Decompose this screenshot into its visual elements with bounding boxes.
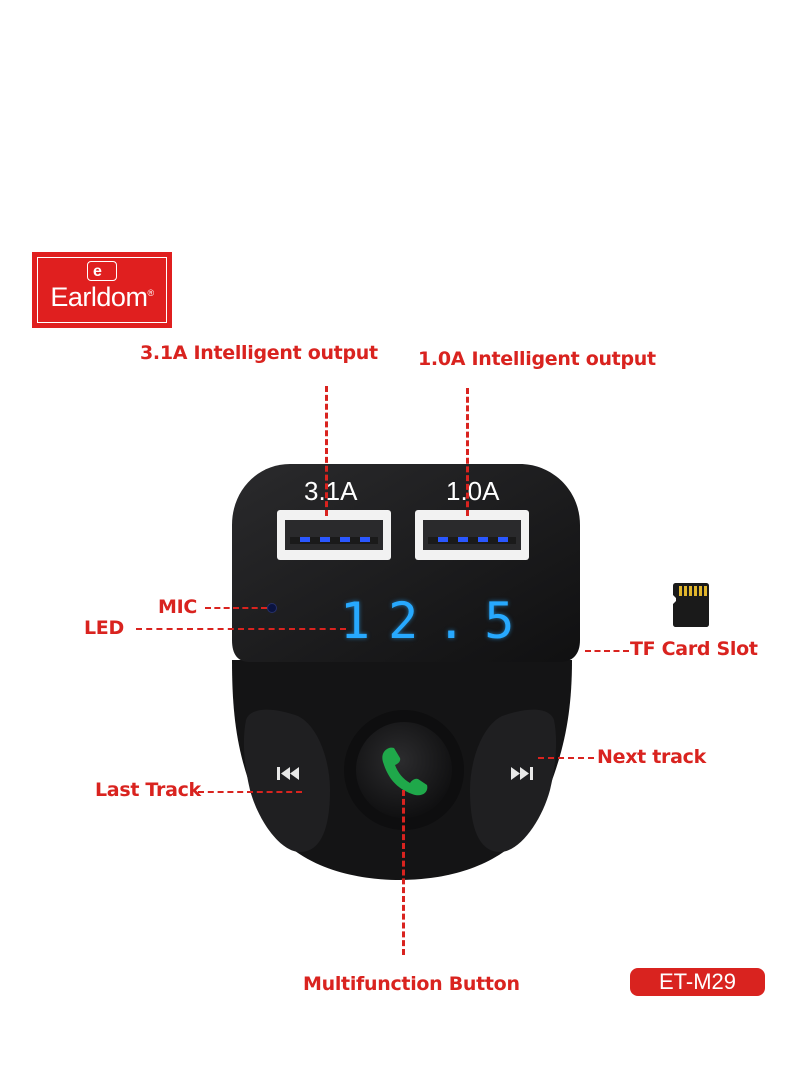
callout-next-track: Next track [597,746,706,768]
registered-mark: ® [147,288,154,298]
leader-port-left [325,386,328,516]
leader-mic [205,607,267,609]
leader-tf-card [585,650,629,652]
callout-led: LED [84,617,124,639]
phone-call-icon [382,747,428,796]
callout-mic: MIC [158,596,198,618]
tf-card-icon [673,583,709,627]
leader-led [136,628,346,630]
mic-hole [267,603,277,613]
earldom-logo: e Earldom® [32,252,172,328]
last-track-pad [243,709,330,852]
leader-last-track [198,791,302,793]
callout-last-track: Last Track [95,779,201,801]
callout-tf-card: TF Card Slot [630,638,758,660]
callout-port-right: 1.0A Intelligent output [418,348,656,370]
next-track-pad [470,709,557,852]
leader-next-track [538,757,594,759]
logo-e-mark: e [87,261,117,281]
leader-multifunction [402,790,405,955]
callout-port-left: 3.1A Intelligent output [140,342,378,364]
leader-port-right [466,388,469,516]
callout-multifunction: Multifunction Button [303,973,520,995]
logo-frame [37,257,167,323]
next-track-icon [511,767,533,780]
logo-text: Earldom® [32,282,172,313]
port-left-label: 3.1A [304,476,358,506]
brand-name: Earldom [50,282,148,312]
previous-track-icon [277,767,299,780]
model-badge: ET-M29 [630,968,765,996]
multifunction-knob [356,722,452,818]
led-display: 12.5 [340,592,533,650]
port-right-label: 1.0A [446,476,500,506]
